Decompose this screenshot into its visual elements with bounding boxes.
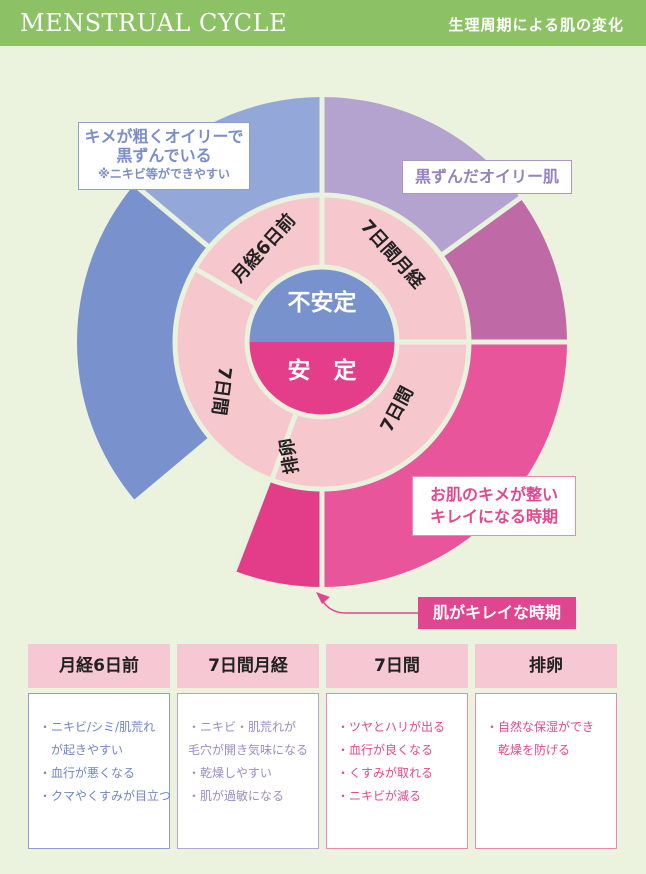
card-menstruation-title: 7日間月経 xyxy=(177,644,319,688)
center-unstable-half xyxy=(249,269,395,342)
center-border xyxy=(244,264,400,420)
card-menstruation-item: ・乾燥しやすい xyxy=(188,766,272,780)
callout-blue-line2: 黒ずんでいる xyxy=(116,146,212,165)
card-premenstrual-item: ・血行が悪くなる xyxy=(39,766,136,780)
card-ovulation-body: ・自然な保湿ができ 乾燥を防げる xyxy=(475,693,617,849)
card-ovulation-item: 乾燥を防げる xyxy=(486,743,571,757)
card-after-menstruation-item: ・血行が良くなる xyxy=(337,743,434,757)
card-menstruation-item: 毛穴が開き気味になる xyxy=(188,743,309,757)
card-premenstrual-body: ・ニキビ/シミ/肌荒れ が起きやすい ・血行が悪くなる ・クマやくすみが目立つ xyxy=(28,693,172,849)
card-premenstrual-title: 月経6日前 xyxy=(28,644,170,688)
callout-dark-oily-skin: 黒ずんだオイリー肌 xyxy=(402,160,572,194)
card-after-menstruation: 7日間 ・ツヤとハリが出る ・血行が良くなる ・くすみが取れる ・ニキビが減る xyxy=(326,644,468,849)
outer-segment-magenta xyxy=(234,477,322,587)
outer-segment-blue xyxy=(77,184,211,500)
outer-segment-pink xyxy=(322,342,567,587)
outer-ring xyxy=(77,97,567,587)
divider-line xyxy=(231,476,273,574)
card-menstruation: 7日間月経 ・ニキビ・肌荒れが 毛穴が開き気味になる ・乾燥しやすい ・肌が過敏… xyxy=(177,644,319,849)
page-subtitle: 生理周期による肌の変化 xyxy=(448,16,624,34)
divider-line xyxy=(131,181,213,251)
segment-dividers xyxy=(131,95,569,589)
callout-skin-smooth: お肌のキメが整い キレイになる時期 xyxy=(412,476,576,536)
card-premenstrual-item: ・ニキビ/シミ/肌荒れ xyxy=(39,720,156,734)
callout-arrow xyxy=(316,592,418,614)
card-after-menstruation-item: ・くすみが取れる xyxy=(337,766,434,780)
card-menstruation-item: ・ニキビ・肌荒れが xyxy=(188,720,297,734)
divider-line xyxy=(195,267,261,308)
card-after-menstruation-item: ・ニキビが減る xyxy=(337,789,422,803)
center-stable-half xyxy=(249,342,395,415)
card-after-menstruation-item: ・ツヤとハリが出る xyxy=(337,720,446,734)
card-menstruation-body: ・ニキビ・肌荒れが 毛穴が開き気味になる ・乾燥しやすい ・肌が過敏になる xyxy=(177,693,319,849)
cycle-wheel: 不安定 安 定 月経6日前 7日間月経 7日間 排卵 7日間 xyxy=(77,95,569,589)
divider-line xyxy=(270,409,300,480)
card-after-menstruation-body: ・ツヤとハリが出る ・血行が良くなる ・くすみが取れる ・ニキビが減る xyxy=(326,693,468,849)
callout-beautiful-skin-period: 肌がキレイな時期 xyxy=(418,597,576,629)
card-ovulation-item: ・自然な保湿ができ xyxy=(486,720,595,734)
callout-oily-dark-skin: キメが粗くオイリーで 黒ずんでいる ※ニキビ等ができやすい xyxy=(78,122,250,190)
header-bar: MENSTRUAL CYCLE 生理周期による肌の変化 xyxy=(0,0,646,46)
card-ovulation-title: 排卵 xyxy=(475,644,617,688)
card-menstruation-item: ・肌が過敏になる xyxy=(188,789,285,803)
card-ovulation: 排卵 ・自然な保湿ができ 乾燥を防げる xyxy=(475,644,617,849)
card-after-menstruation-title: 7日間 xyxy=(326,644,468,688)
callout-pink-line1: お肌のキメが整い xyxy=(429,485,558,504)
card-premenstrual-item: が起きやすい xyxy=(39,743,124,757)
divider-line xyxy=(437,194,524,259)
callout-blue-note: ※ニキビ等ができやすい xyxy=(98,167,230,181)
card-premenstrual-item: ・クマやくすみが目立つ xyxy=(39,789,172,803)
ring-border xyxy=(172,192,472,492)
center-stable-label: 安 定 xyxy=(288,357,357,384)
page-title: MENSTRUAL CYCLE xyxy=(20,9,288,37)
callout-pink-line2: キレイになる時期 xyxy=(429,507,558,526)
callout-blue-line1: キメが粗くオイリーで xyxy=(84,127,244,146)
center-unstable-label: 不安定 xyxy=(288,289,357,316)
card-premenstrual: 月経6日前 ・ニキビ/シミ/肌荒れ が起きやすい ・血行が悪くなる ・クマやくす… xyxy=(28,644,172,849)
center-circle xyxy=(249,269,395,415)
